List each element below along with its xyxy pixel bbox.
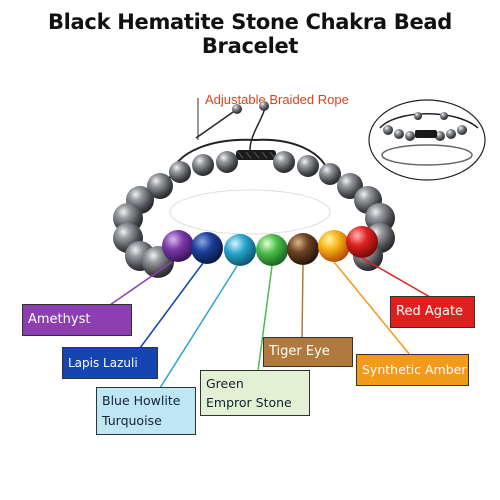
label-lapis-lazuli-text: Lapis Lazuli — [68, 356, 138, 370]
tiger-eye-bead — [287, 233, 319, 265]
label-lapis-lazuli: Lapis Lazuli — [62, 347, 158, 379]
bracelet-inner — [169, 189, 331, 235]
label-blue-howlite-line1: Blue Howlite — [102, 393, 181, 408]
label-green-line2: Empror Stone — [206, 395, 292, 410]
rope-label: Adjustable Braided Rope — [205, 92, 349, 107]
label-tiger-eye-text: Tiger Eye — [269, 344, 330, 359]
label-amethyst-text: Amethyst — [28, 312, 91, 327]
inset-bracelet — [368, 99, 486, 181]
label-blue-howlite-line2: Turquoise — [102, 413, 162, 428]
red-agate-bead — [346, 226, 378, 258]
amethyst-bead — [162, 230, 194, 262]
chakra-beads — [142, 226, 378, 278]
label-amethyst: Amethyst — [22, 304, 132, 336]
label-green-stone: Green Empror Stone — [200, 370, 310, 416]
label-blue-howlite: Blue Howlite Turquoise — [96, 387, 196, 435]
label-green-line1: Green — [206, 376, 244, 391]
label-synthetic-amber: Synthetic Amber — [356, 354, 469, 386]
turquoise-bead — [224, 234, 256, 266]
label-red-agate: Red Agate — [390, 296, 475, 328]
hematite-beads-back — [169, 151, 341, 185]
pointer-lines — [109, 257, 431, 389]
page-title: Black Hematite Stone Chakra Bead Bracele… — [47, 10, 453, 58]
label-synthetic-amber-text: Synthetic Amber — [362, 362, 467, 377]
lapis-bead — [191, 232, 223, 264]
label-red-agate-text: Red Agate — [396, 304, 464, 319]
amber-bead — [318, 230, 350, 262]
label-tiger-eye: Tiger Eye — [263, 337, 353, 367]
green-bead — [256, 234, 288, 266]
braided-rope — [169, 101, 331, 179]
